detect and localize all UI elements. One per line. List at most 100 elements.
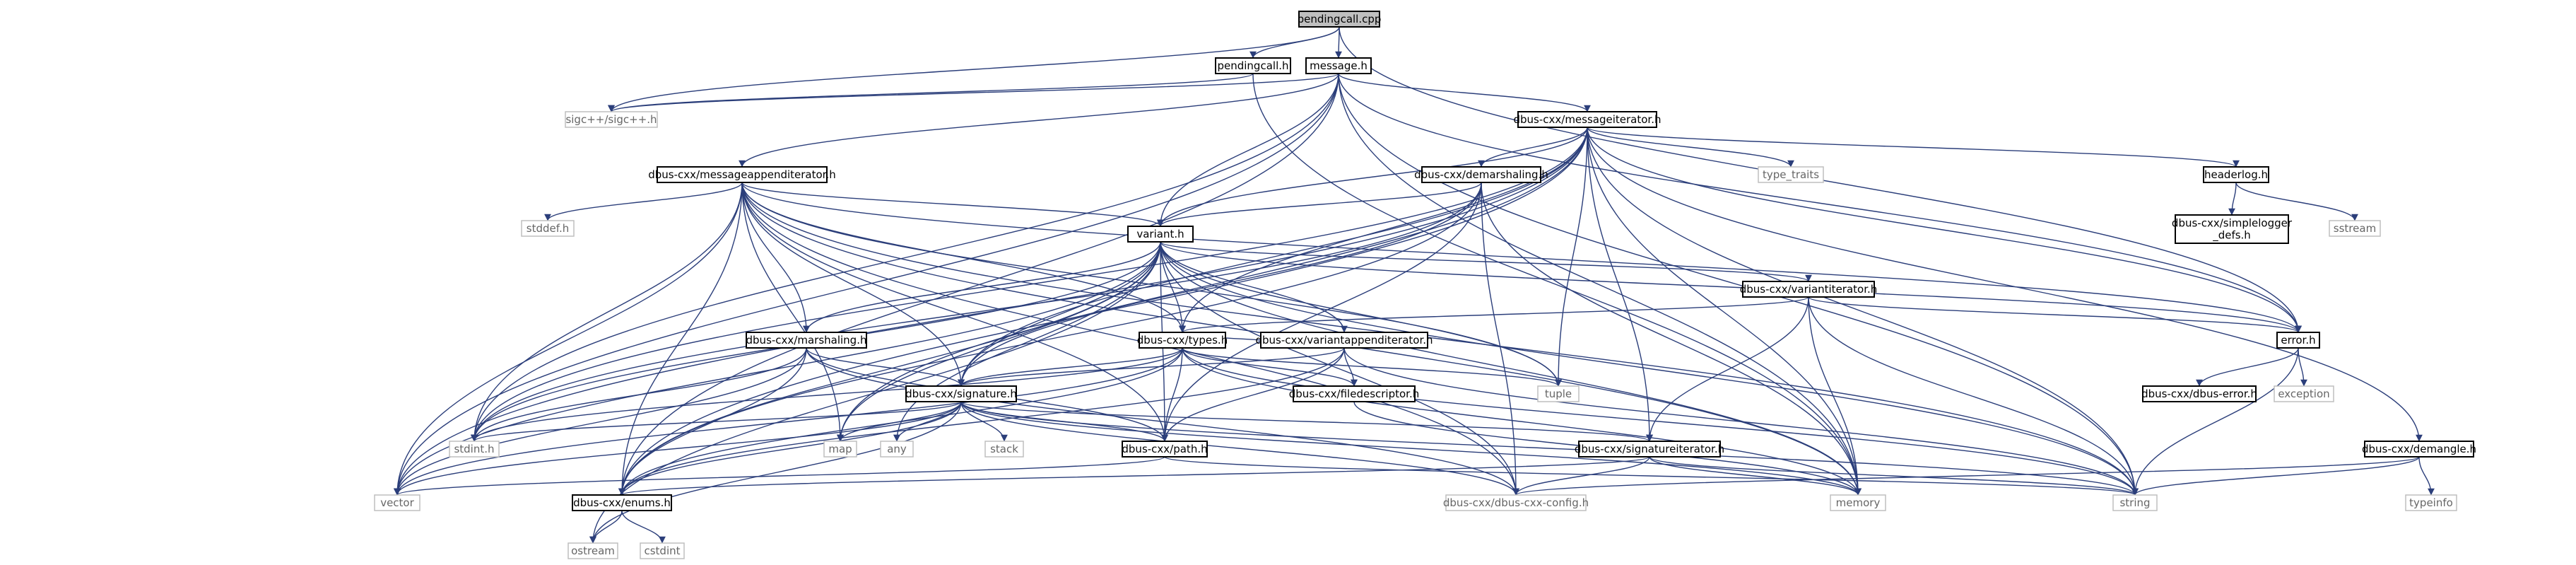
- node-box-signature: [905, 385, 1017, 402]
- node-simplelogger[interactable]: dbus-cxx/simplelogger_defs.h: [2172, 214, 2293, 244]
- edge-variant-to-config: [1160, 241, 1519, 496]
- node-memory: memory: [1830, 494, 1886, 511]
- node-box-any: [880, 441, 914, 458]
- edge-marshaling-to-signature: [806, 347, 965, 387]
- edge-variant-to-vector: [394, 241, 1161, 496]
- node-vector: vector: [374, 494, 420, 511]
- node-signature[interactable]: dbus-cxx/signature.h: [905, 385, 1017, 402]
- node-label-variantiterator: dbus-cxx/variantiterator.h: [1740, 283, 1878, 296]
- edge-messageiterator-to-demangle: [1587, 127, 2423, 442]
- edge-pendingcall_h-to-memory: [1252, 73, 1862, 496]
- node-box-pendingcall_h: [1215, 57, 1291, 74]
- node-label-config: dbus-cxx/dbus-cxx-config.h: [1443, 496, 1589, 509]
- node-variantiterator[interactable]: dbus-cxx/variantiterator.h: [1740, 281, 1878, 298]
- node-error[interactable]: error.h: [2276, 332, 2320, 349]
- edge-message_h-to-vector: [394, 73, 1339, 496]
- node-label-sigcpp: sigc++/sigc++.h: [565, 113, 657, 126]
- edge-marshaling-to-vector: [394, 347, 807, 496]
- edge-variant-to-variantappenditerator: [1160, 241, 1348, 333]
- node-enums[interactable]: dbus-cxx/enums.h: [572, 494, 672, 511]
- node-label-path: dbus-cxx/path.h: [1122, 443, 1207, 455]
- node-label-variant: variant.h: [1136, 228, 1184, 240]
- edge-messageappenditerator-to-vector: [394, 182, 743, 496]
- node-label-cstdint: cstdint: [644, 544, 680, 557]
- node-box-config: [1445, 494, 1587, 511]
- node-label-typeinfo: typeinfo: [2409, 496, 2453, 509]
- edge-error-to-exception: [2298, 347, 2307, 387]
- node-variant[interactable]: variant.h: [1127, 226, 1194, 243]
- node-pendingcall_h[interactable]: pendingcall.h: [1215, 57, 1291, 74]
- node-demangle[interactable]: dbus-cxx/demangle.h: [2362, 441, 2476, 458]
- node-filedescriptor[interactable]: dbus-cxx/filedescriptor.h: [1289, 385, 1419, 402]
- node-box-demangle: [2364, 441, 2474, 458]
- node-path[interactable]: dbus-cxx/path.h: [1122, 441, 1208, 458]
- edge-demangle-to-string: [2131, 456, 2420, 496]
- node-box-stddef: [521, 220, 575, 237]
- node-label-demarshaling: dbus-cxx/demarshaling.h: [1414, 168, 1548, 181]
- edge-signatureiterator-to-enums: [618, 456, 1650, 496]
- node-headerlog[interactable]: headerlog.h: [2203, 166, 2269, 183]
- node-box-ostream: [567, 542, 618, 559]
- edge-marshaling-to-stdint: [471, 347, 807, 442]
- edge-messageappenditerator-to-stddef: [544, 182, 743, 221]
- node-box-signatureiterator: [1578, 441, 1721, 458]
- node-box-simplelogger: [2175, 214, 2289, 244]
- node-demarshaling[interactable]: dbus-cxx/demarshaling.h: [1414, 166, 1548, 183]
- node-box-typeinfo: [2405, 494, 2457, 511]
- node-label-stdint: stdint.h: [454, 443, 494, 455]
- node-any: any: [880, 441, 914, 458]
- edge-variantappenditerator-to-filedescriptor: [1343, 347, 1358, 387]
- edge-headerlog-to-simplelogger: [2228, 182, 2237, 216]
- node-box-variantappenditerator: [1260, 332, 1428, 349]
- node-box-type_traits: [1758, 166, 1824, 183]
- edge-signatureiterator-to-config: [1512, 456, 1650, 496]
- edge-message_h-to-sigcpp: [608, 73, 1339, 112]
- edge-signature-to-signatureiterator: [960, 401, 1653, 442]
- edge-messageiterator-to-error: [1587, 127, 2302, 333]
- node-signatureiterator[interactable]: dbus-cxx/signatureiterator.h: [1575, 441, 1724, 458]
- node-label-stddef: stddef.h: [527, 222, 569, 235]
- edge-types-to-path: [1161, 347, 1183, 442]
- edge-messageiterator-to-map: [837, 127, 1588, 442]
- node-string: string: [2112, 494, 2158, 511]
- node-label-tuple: tuple: [1545, 388, 1572, 400]
- node-config: dbus-cxx/dbus-cxx-config.h: [1443, 494, 1589, 511]
- edge-messageappenditerator-to-map: [741, 182, 844, 442]
- edge-message_h-to-messageappenditerator: [739, 73, 1339, 168]
- edge-variant-to-error: [1160, 241, 2302, 333]
- node-variantappenditerator[interactable]: dbus-cxx/variantappenditerator.h: [1255, 332, 1433, 349]
- edge-types-to-filedescriptor: [1182, 347, 1358, 387]
- edge-demarshaling-to-signature: [958, 182, 1482, 387]
- edge-demarshaling-to-stdint: [471, 182, 1482, 442]
- node-label-dbuserror: dbus-cxx/dbus-error.h: [2141, 388, 2257, 400]
- node-label-simplelogger: dbus-cxx/simplelogger: [2172, 217, 2293, 230]
- node-box-sstream: [2329, 220, 2381, 237]
- node-message_h[interactable]: message.h: [1305, 57, 1372, 74]
- edge-message_h-to-error: [1338, 73, 2302, 333]
- edge-variantiterator-to-memory: [1808, 296, 1862, 496]
- node-label-signatureiterator: dbus-cxx/signatureiterator.h: [1575, 443, 1724, 455]
- node-label-demangle: dbus-cxx/demangle.h: [2362, 443, 2476, 455]
- edge-demarshaling-to-enums: [618, 182, 1482, 496]
- edge-error-to-dbuserror: [2196, 347, 2299, 387]
- edge-types-to-memory: [1182, 347, 1862, 496]
- node-root[interactable]: pendingcall.cpp: [1298, 11, 1382, 28]
- edge-signature-to-any: [893, 401, 962, 442]
- edge-types-to-string: [1182, 347, 2139, 496]
- node-dbuserror[interactable]: dbus-cxx/dbus-error.h: [2141, 385, 2257, 402]
- node-label-string: string: [2119, 496, 2150, 509]
- edge-variant-to-memory: [1160, 241, 1862, 496]
- node-marshaling[interactable]: dbus-cxx/marshaling.h: [746, 332, 867, 349]
- edge-signature-to-enums: [618, 401, 962, 496]
- node-layer: pendingcall.cpp pendingcall.h message.h sig…: [374, 11, 2476, 559]
- node-label-stack: stack: [990, 443, 1018, 455]
- edge-messageappenditerator-to-marshaling: [741, 182, 810, 333]
- node-box-map: [823, 441, 857, 458]
- node-messageiterator[interactable]: dbus-cxx/messageiterator.h: [1513, 111, 1662, 128]
- edge-demarshaling-to-variant: [1157, 182, 1482, 227]
- node-types[interactable]: dbus-cxx/types.h: [1137, 332, 1228, 349]
- node-box-cstdint: [640, 542, 685, 559]
- node-box-memory: [1830, 494, 1886, 511]
- node-messageappenditerator[interactable]: dbus-cxx/messageappenditerator.h: [648, 166, 836, 183]
